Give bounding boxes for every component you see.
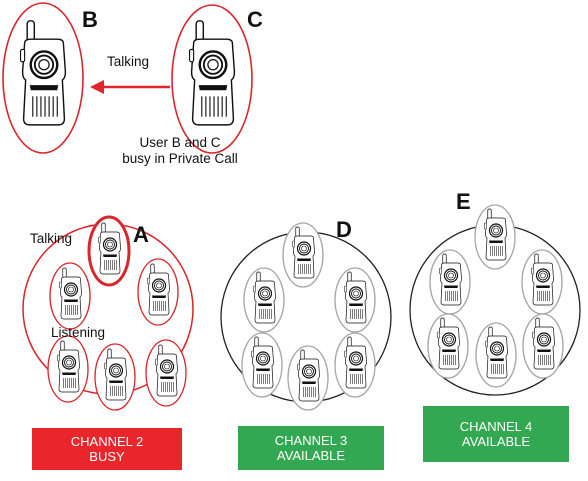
arrow-left-icon	[90, 80, 170, 94]
label-e: E	[456, 189, 471, 214]
label-c: C	[247, 7, 263, 32]
user-c-ring	[171, 4, 253, 154]
channel-2-status: CHANNEL 2 BUSY	[32, 428, 182, 470]
private-call-caption-line1: User B and C	[139, 135, 220, 150]
private-call-caption-line2: busy in Private Call	[122, 151, 238, 166]
channel-4-name: CHANNEL 4	[459, 419, 533, 434]
label-d: D	[336, 217, 352, 242]
channel-2-name: CHANNEL 2	[70, 434, 144, 449]
channel-2-state: BUSY	[89, 449, 125, 464]
channel-4-status: CHANNEL 4 AVAILABLE	[423, 406, 569, 462]
channel-3-name: CHANNEL 3	[274, 433, 348, 448]
talking-label-top: Talking	[107, 54, 149, 69]
radio-user-c-icon	[188, 19, 236, 127]
listening-label-a: Listening	[51, 325, 105, 340]
channel-4-state: AVAILABLE	[461, 434, 531, 449]
channel-3-status: CHANNEL 3 AVAILABLE	[238, 426, 384, 470]
user-b-ring	[2, 2, 84, 154]
channel-3-state: AVAILABLE	[276, 448, 346, 463]
label-b: B	[82, 7, 98, 32]
label-a: A	[133, 222, 149, 247]
radio-user-b-icon	[19, 19, 67, 127]
talking-label-a: Talking	[30, 231, 72, 246]
